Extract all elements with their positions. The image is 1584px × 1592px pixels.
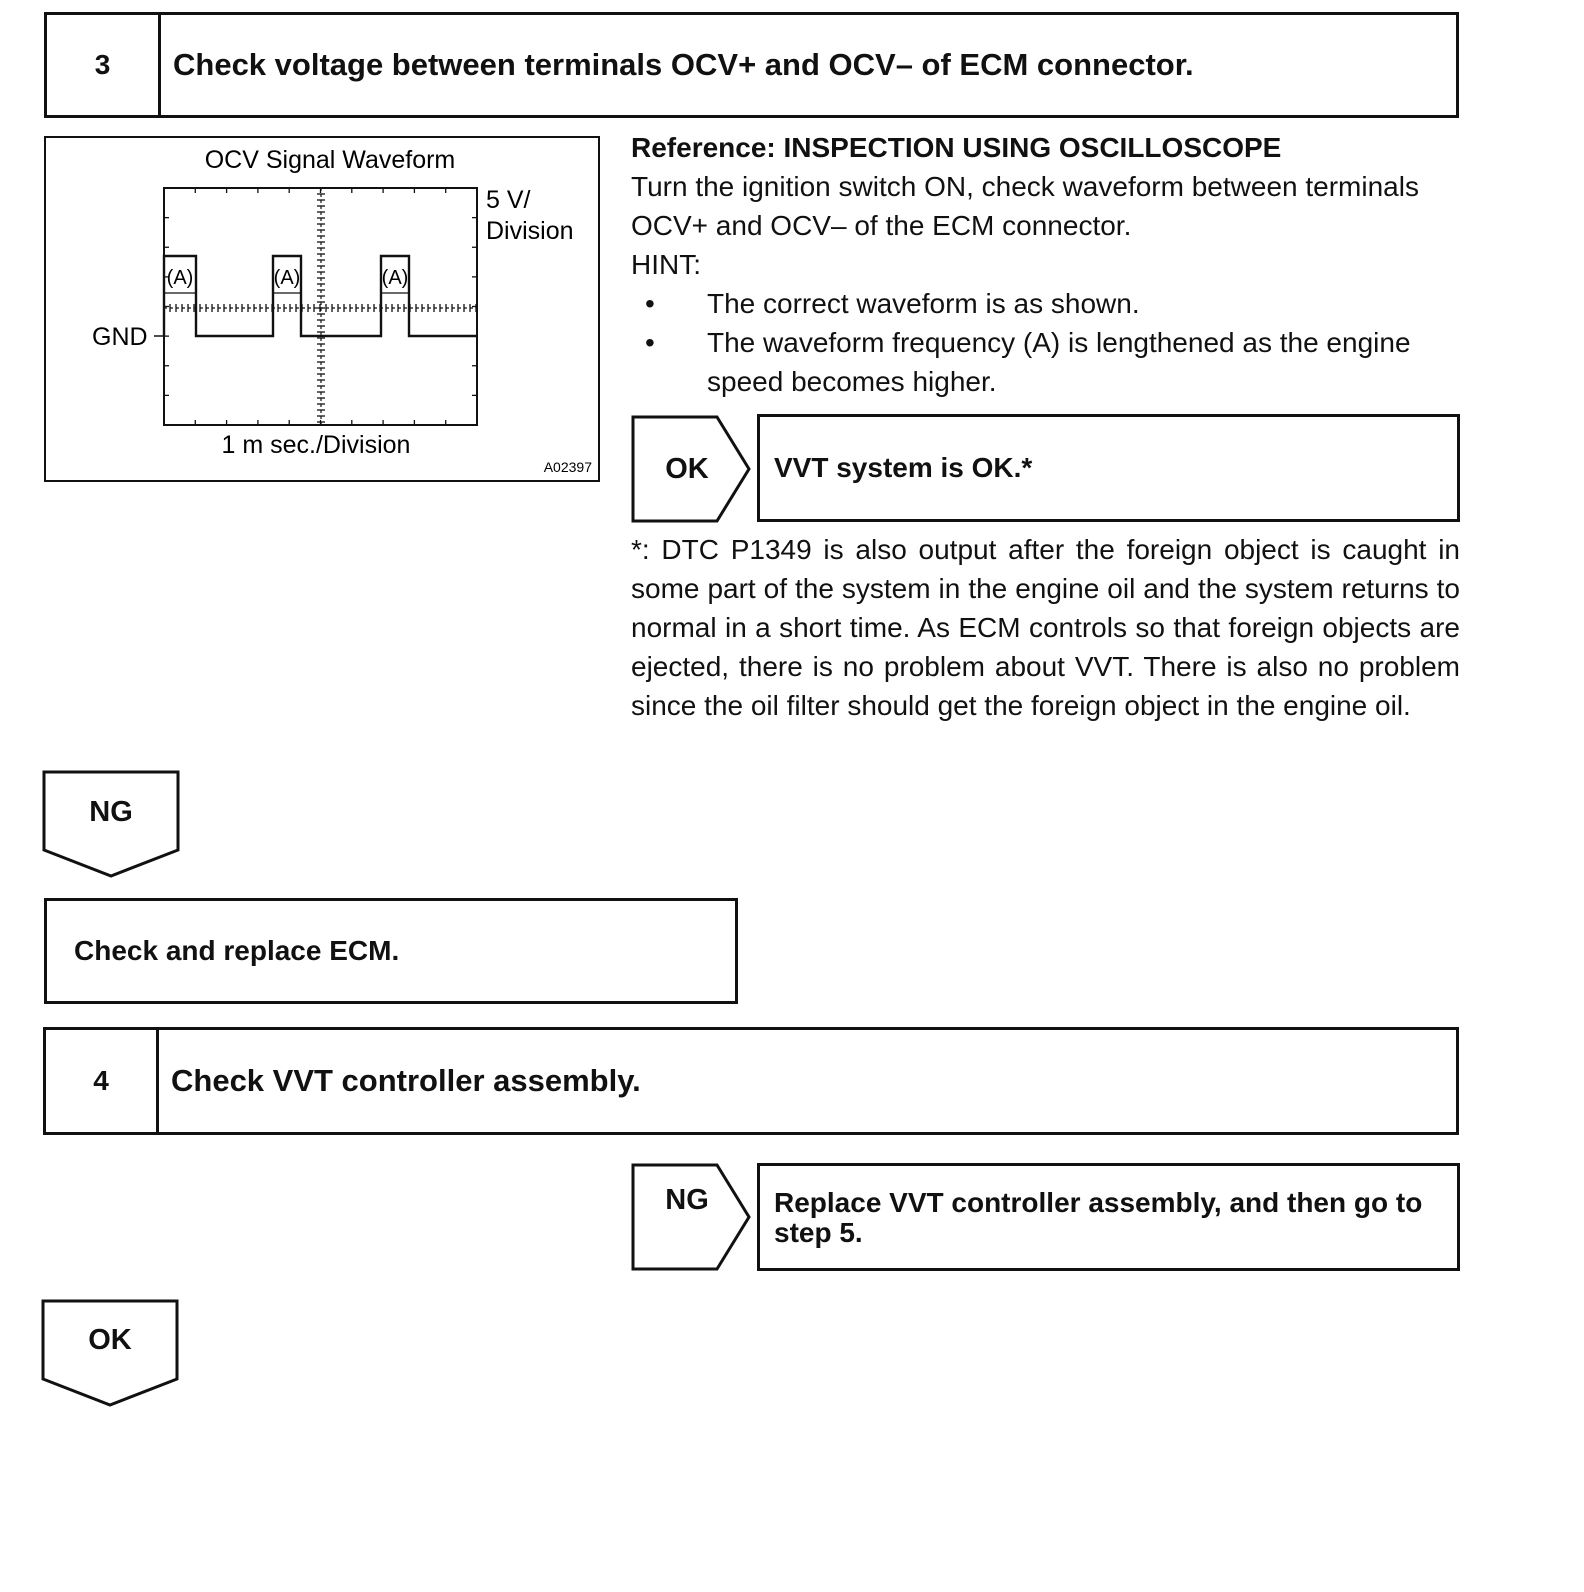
- step-title: Check VVT controller assembly.: [171, 1063, 641, 1098]
- ng-action-box: Check and replace ECM.: [44, 898, 738, 1004]
- ok-flow-arrow: [41, 1299, 179, 1407]
- ng-flow-arrow: [42, 770, 180, 878]
- y-scale-line1: 5 V/: [486, 186, 531, 214]
- ok-result-box: VVT system is OK.*: [757, 414, 1460, 522]
- gnd-label: GND: [92, 323, 148, 351]
- ng-result-box: Replace VVT controller assembly, and the…: [757, 1163, 1460, 1271]
- figure-id: A02397: [544, 459, 592, 475]
- oscilloscope-graphic: OCV Signal Waveform 5 V/ Division GND 1 …: [92, 146, 592, 475]
- step-4-box: 4 Check VVT controller assembly.: [43, 1027, 1459, 1135]
- ok-result-label: OK: [665, 452, 709, 485]
- pulse-label-3: (A): [382, 267, 409, 289]
- step-number: 3: [47, 15, 161, 115]
- ng-result-text: Replace VVT controller assembly, and the…: [774, 1187, 1423, 1248]
- figure-title: OCV Signal Waveform: [205, 146, 456, 174]
- hint-item: •The waveform frequency (A) is lengthene…: [645, 327, 1411, 397]
- ok-result-arrow: [631, 415, 751, 523]
- hint-label: HINT:: [631, 249, 701, 280]
- x-scale-label: 1 m sec./Division: [222, 431, 411, 459]
- ok-flow-label: OK: [88, 1324, 132, 1356]
- pulse-label-1: (A): [167, 267, 194, 289]
- ng-result-arrow: [631, 1163, 751, 1271]
- ng-result-label: NG: [665, 1183, 709, 1216]
- ok-result-text: VVT system is OK.*: [774, 452, 1033, 483]
- pulse-label-2: (A): [274, 267, 301, 289]
- step-title: Check voltage between terminals OCV+ and…: [173, 47, 1194, 82]
- hint-list: •The correct waveform is as shown. •The …: [631, 284, 1461, 401]
- ng-action-text: Check and replace ECM.: [74, 935, 400, 966]
- hint-text: The waveform frequency (A) is lengthened…: [707, 327, 1411, 397]
- step-3-box: 3 Check voltage between terminals OCV+ a…: [44, 12, 1459, 118]
- y-scale-line2: Division: [486, 217, 574, 245]
- step-number: 4: [46, 1030, 159, 1132]
- ng-flow-label: NG: [89, 796, 133, 828]
- hint-text: The correct waveform is as shown.: [707, 288, 1140, 319]
- reference-heading: Reference: INSPECTION USING OSCILLOSCOPE: [631, 132, 1282, 163]
- waveform-figure: OCV Signal Waveform 5 V/ Division GND 1 …: [44, 136, 600, 482]
- reference-instruction: Turn the ignition switch ON, check wavef…: [631, 171, 1419, 241]
- hint-item: •The correct waveform is as shown.: [645, 288, 1140, 319]
- reference-block: Reference: INSPECTION USING OSCILLOSCOPE…: [631, 128, 1461, 401]
- footnote: *: DTC P1349 is also output after the fo…: [631, 534, 1460, 721]
